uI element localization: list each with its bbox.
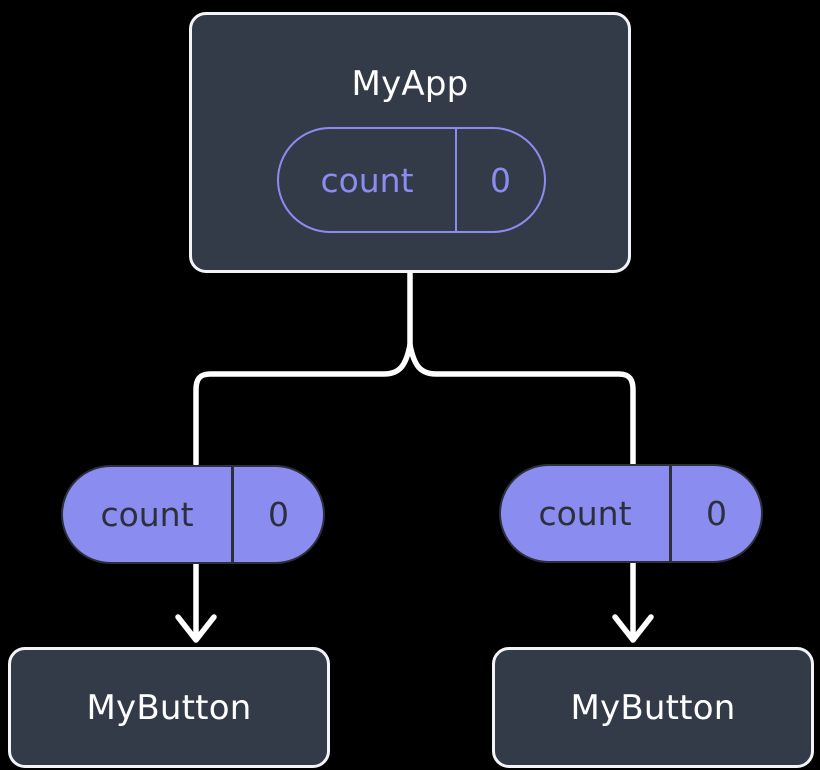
component-label-mybutton: MyButton	[570, 687, 736, 728]
prop-arrow-right	[612, 563, 654, 643]
component-node-mybutton-right[interactable]: MyButton	[492, 647, 814, 768]
state-pill-value: 0	[706, 494, 727, 533]
state-pill-key: count	[501, 466, 672, 561]
state-pill-left-count[interactable]: count 0	[61, 465, 325, 564]
state-pill-key: count	[63, 467, 234, 562]
component-label-myapp: MyApp	[351, 64, 469, 104]
fork-left-branch-icon	[193, 342, 413, 467]
state-pill-key: count	[279, 129, 457, 231]
state-pill-value: 0	[268, 495, 289, 534]
component-node-mybutton-left[interactable]: MyButton	[8, 647, 330, 768]
state-pill-right-count[interactable]: count 0	[499, 464, 763, 563]
state-pill-value: 0	[490, 160, 511, 200]
fork-right-branch-icon	[407, 342, 636, 467]
prop-arrow-left	[175, 563, 217, 643]
component-label-mybutton: MyButton	[86, 687, 252, 728]
state-pill-myapp-count[interactable]: count 0	[277, 127, 546, 233]
